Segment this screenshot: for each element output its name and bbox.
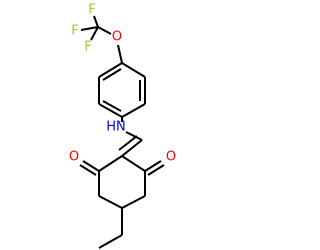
- bond-c-f-top: [93, 15, 99, 28]
- bond-c3-o-double: [147, 164, 165, 176]
- bond-ring-6: [98, 62, 123, 78]
- molecule-drawing: F F F O HN O O: [69, 3, 176, 249]
- amine-label: HN: [106, 120, 126, 135]
- bond-c2-c3: [121, 155, 146, 172]
- fluorine-label-bottom: F: [84, 40, 91, 55]
- bond-c3-o: [144, 160, 162, 172]
- bond-c4-c5: [121, 195, 146, 209]
- fluorine-label-top: F: [88, 3, 95, 18]
- bond-ring-3: [121, 103, 146, 118]
- bond-c2-c1: [98, 155, 123, 172]
- bond-cf3-o: [97, 26, 112, 35]
- bond-ring-double-bottom: [102, 100, 122, 112]
- fluorine-label-left: F: [71, 24, 78, 39]
- bond-ring-4: [98, 103, 123, 118]
- bond-ring-double-top: [102, 68, 122, 81]
- bond-n-ch: [125, 131, 143, 141]
- bond-ch-c2-double: [118, 135, 138, 151]
- bond-c-f-bottom: [90, 26, 99, 41]
- bond-ring-1: [121, 62, 146, 78]
- carbonyl-oxygen-right-label: O: [166, 150, 176, 165]
- bond-c1-o: [82, 160, 100, 172]
- bond-ethyl-methyl: [98, 234, 123, 249]
- bond-o-aryl: [117, 44, 123, 64]
- structure-canvas: F F F O HN O O: [68, 2, 177, 249]
- bond-c-f-left: [80, 26, 99, 31]
- bond-ch-c2: [121, 139, 143, 157]
- carbonyl-oxygen-left-label: O: [69, 150, 79, 165]
- bond-c1-o-double: [79, 164, 97, 176]
- ether-oxygen-label: O: [112, 30, 122, 45]
- bond-c6-c5: [98, 195, 123, 209]
